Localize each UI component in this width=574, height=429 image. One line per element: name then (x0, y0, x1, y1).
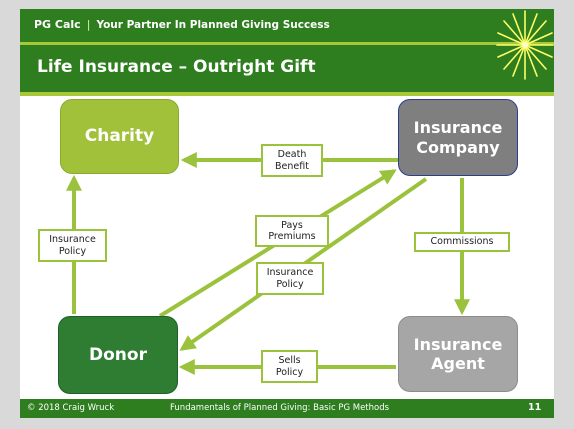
insurance-company-node: Insurance Company (398, 99, 518, 176)
slide-title: Life Insurance – Outright Gift (37, 57, 316, 77)
insurance-company-line2: Company (416, 137, 500, 157)
starburst-icon (496, 10, 554, 80)
death-benefit-line1: Death (277, 149, 307, 161)
header-divider (20, 42, 554, 45)
commissions-label: Commissions (414, 232, 510, 252)
footer-course-title: Fundamentals of Planned Giving: Basic PG… (170, 403, 390, 413)
insurance-policy-left-line2: Policy (58, 245, 87, 257)
brand-name: PG Calc (34, 18, 81, 31)
header-bar: PG Calc | Your Partner In Planned Giving S… (20, 9, 554, 42)
insurance-policy-mid-line2: Policy (276, 278, 304, 290)
slide: PG Calc | Your Partner In Planned Giving S… (20, 9, 554, 418)
title-bar: Life Insurance – Outright Gift (20, 45, 554, 92)
insurance-agent-node: Insurance Agent (398, 316, 518, 392)
donor-label: Donor (89, 344, 147, 365)
charity-label: Charity (84, 126, 155, 147)
insurance-policy-mid-line1: Insurance (266, 267, 314, 279)
title-divider (20, 92, 554, 96)
insurance-policy-left-line1: Insurance (49, 234, 96, 246)
insurance-company-line1: Insurance (413, 118, 503, 138)
sells-policy-line2: Policy (275, 366, 304, 378)
insurance-agent-line2: Agent (431, 354, 485, 373)
pays-premiums-line1: Pays (281, 219, 303, 231)
insurance-company-label: Insurance Company (414, 118, 503, 156)
donor-node: Donor (58, 316, 178, 394)
footer-copyright: © 2018 Craig Wruck (27, 403, 115, 413)
brand-separator: | (86, 18, 91, 31)
footer-bar: © 2018 Craig Wruck Fundamentals of Plann… (20, 399, 554, 418)
brand-line: PG Calc | Your Partner In Planned Giving S… (34, 18, 330, 31)
page-number: 11 (528, 402, 542, 413)
death-benefit-line2: Benefit (275, 160, 309, 172)
sells-policy-line1: Sells (278, 355, 301, 367)
pays-premiums-line2: Premiums (268, 231, 316, 242)
charity-node: Charity (60, 99, 179, 174)
insurance-agent-line1: Insurance (413, 334, 503, 354)
brand-tagline: Your Partner In Planned Giving Success (96, 19, 330, 31)
insurance-agent-label: Insurance Agent (414, 335, 503, 373)
